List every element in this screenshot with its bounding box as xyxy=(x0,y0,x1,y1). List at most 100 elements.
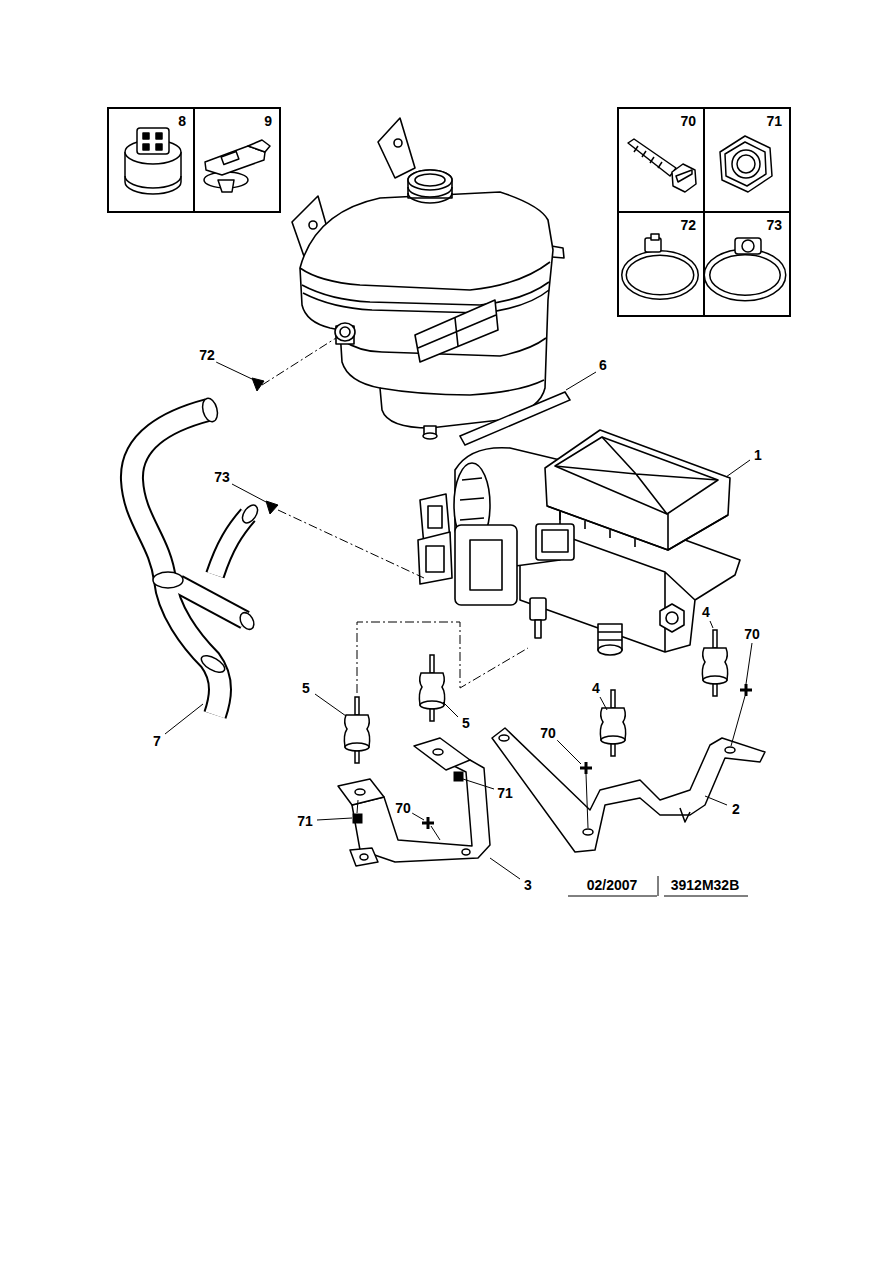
pump-unit xyxy=(455,525,517,605)
hose xyxy=(237,610,256,632)
bracket xyxy=(492,728,765,852)
leader-line xyxy=(232,484,266,502)
pump-unit xyxy=(530,598,546,620)
rubber-mount xyxy=(344,715,369,747)
leader-line xyxy=(216,362,252,379)
leader-line xyxy=(490,858,520,879)
inset-icons xyxy=(742,240,754,252)
inset-icons xyxy=(707,252,783,298)
reservoir xyxy=(300,192,553,428)
reservoir xyxy=(408,170,452,190)
inset-icons xyxy=(651,234,659,240)
callout-number: 70 xyxy=(394,800,412,816)
bracket xyxy=(680,808,690,822)
leader-line xyxy=(566,372,596,390)
hose xyxy=(132,410,220,715)
inset-icons xyxy=(707,252,783,298)
hose xyxy=(132,397,261,715)
inset-icons xyxy=(676,170,692,182)
rubber-mount xyxy=(713,630,717,648)
inset-icons xyxy=(248,140,270,152)
callout-number: 4 xyxy=(591,680,601,696)
callout-number: 72 xyxy=(619,213,703,233)
inset-icons xyxy=(725,142,766,186)
rubber-mount xyxy=(611,744,615,756)
inset-cell: 9 xyxy=(193,107,281,213)
reservoir xyxy=(418,315,496,348)
pump-unit xyxy=(536,524,574,560)
rubber-mount xyxy=(345,743,369,751)
hose xyxy=(153,572,183,588)
callout-number: 8 xyxy=(109,109,193,129)
pump-unit xyxy=(470,540,502,590)
leader-line xyxy=(165,704,203,734)
inset-icons xyxy=(628,139,676,176)
callout-number: 1 xyxy=(753,447,763,463)
leader-line xyxy=(586,774,588,828)
leader-line xyxy=(165,338,752,896)
reservoir xyxy=(309,221,317,229)
callout-number: 5 xyxy=(301,680,311,696)
pump-unit xyxy=(555,437,718,514)
callout-number: 71 xyxy=(296,813,314,829)
reservoir xyxy=(335,323,355,341)
inset-icons xyxy=(143,133,149,139)
hose xyxy=(199,652,228,675)
bracket xyxy=(355,789,365,795)
callout-number: 6 xyxy=(598,357,608,373)
leader-line xyxy=(731,696,745,746)
callout-number: 3 xyxy=(523,877,533,893)
reservoir xyxy=(302,282,549,305)
leader-line xyxy=(568,876,748,896)
leader-line xyxy=(557,740,581,764)
inset-icons xyxy=(672,164,696,192)
rubber-mount xyxy=(601,736,625,744)
pump-unit xyxy=(460,478,484,520)
pump-unit xyxy=(428,506,442,528)
inset-cell: 71 xyxy=(703,107,791,213)
leader-line xyxy=(710,621,713,628)
callout-number: 70 xyxy=(743,626,761,642)
callout-number: 7 xyxy=(152,733,162,749)
pump-unit xyxy=(418,430,740,655)
bracket xyxy=(352,760,490,862)
rubber-mount xyxy=(713,684,717,696)
pump-unit xyxy=(555,437,718,514)
reservoir xyxy=(415,300,498,362)
leader-line xyxy=(705,796,727,805)
symbol xyxy=(266,501,278,514)
bracket xyxy=(414,738,470,770)
pump-unit xyxy=(542,530,568,552)
inset-icons xyxy=(737,155,755,173)
pump-unit xyxy=(666,612,678,624)
leader-line xyxy=(746,643,752,684)
symbol xyxy=(422,817,434,829)
reservoir xyxy=(378,118,415,178)
bracket xyxy=(360,854,368,860)
leader-line xyxy=(262,338,336,385)
reservoir xyxy=(300,262,550,290)
leader-line xyxy=(726,460,750,477)
callout-number: 73 xyxy=(705,213,789,233)
leader-line xyxy=(278,510,424,578)
leader-line xyxy=(412,813,424,820)
hose xyxy=(215,515,248,575)
bracket xyxy=(433,749,443,755)
reservoir xyxy=(340,327,350,337)
callout-number: 70 xyxy=(539,725,557,741)
rubber-mount xyxy=(420,701,444,709)
rubber-mount xyxy=(344,630,727,763)
bracket xyxy=(725,747,735,753)
hose xyxy=(132,410,220,715)
reservoir xyxy=(415,174,445,186)
leader-line xyxy=(443,702,458,717)
reservoir xyxy=(423,433,437,439)
leader-line xyxy=(463,779,494,789)
inset-icons xyxy=(125,176,181,188)
seal-strip xyxy=(460,392,570,445)
leader-line xyxy=(600,697,607,710)
inset-cell: 72 xyxy=(617,211,705,317)
reservoir xyxy=(380,380,544,395)
inset-icons xyxy=(156,133,162,139)
